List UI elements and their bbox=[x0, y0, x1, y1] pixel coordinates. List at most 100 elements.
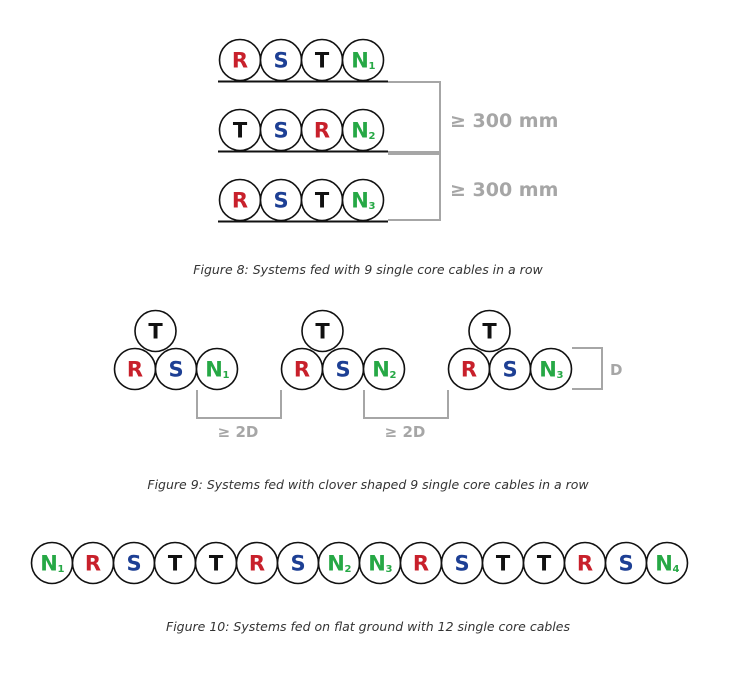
fig10-cable-14: R bbox=[563, 541, 607, 585]
fig9-system3-cable-2: S bbox=[488, 347, 532, 391]
phase-letter: N bbox=[368, 552, 386, 576]
fig8-row3-cable-3: T bbox=[300, 178, 344, 222]
phase-letter: R bbox=[249, 552, 265, 576]
fig9-diameter-bracket bbox=[572, 347, 603, 390]
phase-letter: T bbox=[496, 552, 511, 576]
fig8-row1-cable-2: S bbox=[259, 38, 303, 82]
fig10-cable-6: R bbox=[235, 541, 279, 585]
phase-letter: R bbox=[577, 552, 593, 576]
phase-letter: T bbox=[233, 119, 248, 143]
phase-letter: R bbox=[127, 358, 143, 382]
phase-letter: R bbox=[461, 358, 477, 382]
fig9-system3-cable-1: R bbox=[447, 347, 491, 391]
fig9-system1-cable-2: S bbox=[154, 347, 198, 391]
fig9-system2-cable-1: R bbox=[280, 347, 324, 391]
phase-letter: T bbox=[209, 552, 224, 576]
phase-letter: R bbox=[413, 552, 429, 576]
phase-letter: S bbox=[618, 552, 633, 576]
fig8-row1-cable-1: R bbox=[218, 38, 262, 82]
fig10-cable-12: T bbox=[481, 541, 525, 585]
phase-letter: N bbox=[40, 552, 58, 576]
fig8-row2-cable-2: S bbox=[259, 108, 303, 152]
system-subscript: 1 bbox=[223, 370, 230, 381]
fig10-cable-4: T bbox=[153, 541, 197, 585]
fig8-row2-cable-1: T bbox=[218, 108, 262, 152]
phase-letter: S bbox=[273, 189, 288, 213]
fig8-row3-cable-1: R bbox=[218, 178, 262, 222]
fig9-gap-bracket-2 bbox=[363, 390, 449, 419]
fig9-system2-cable-top: T bbox=[301, 309, 344, 353]
fig8-spacing-bracket-2 bbox=[388, 153, 441, 221]
phase-letter: N bbox=[351, 119, 369, 143]
phase-letter: N bbox=[351, 189, 369, 213]
phase-letter: R bbox=[85, 552, 101, 576]
phase-letter: S bbox=[335, 358, 350, 382]
fig8-spacing-label-1: ≥ 300 mm bbox=[450, 110, 558, 132]
phase-letter: N bbox=[351, 49, 369, 73]
fig10-cable-13: T bbox=[522, 541, 566, 585]
system-subscript: 4 bbox=[673, 564, 680, 575]
fig8-row1-cable-3: T bbox=[300, 38, 344, 82]
phase-letter: T bbox=[315, 49, 330, 73]
phase-letter: S bbox=[290, 552, 305, 576]
fig9-caption: Figure 9: Systems fed with clover shaped… bbox=[147, 477, 589, 492]
phase-letter: N bbox=[205, 358, 223, 382]
phase-letter: S bbox=[502, 358, 517, 382]
system-subscript: 1 bbox=[58, 564, 65, 575]
cable-outline bbox=[529, 347, 573, 391]
phase-letter: T bbox=[168, 552, 183, 576]
phase-letter: T bbox=[148, 320, 163, 344]
system-subscript: 1 bbox=[369, 61, 376, 72]
phase-letter: R bbox=[294, 358, 310, 382]
fig10-cable-7: S bbox=[276, 541, 320, 585]
phase-letter: S bbox=[454, 552, 469, 576]
cable-outline bbox=[134, 309, 177, 353]
system-subscript: 2 bbox=[369, 131, 376, 142]
fig8-row3-cable-2: S bbox=[259, 178, 303, 222]
phase-letter: N bbox=[372, 358, 390, 382]
phase-letter: T bbox=[537, 552, 552, 576]
fig9-gap-label-2: ≥ 2D bbox=[385, 423, 426, 441]
fig10-cable-3: S bbox=[112, 541, 156, 585]
phase-letter: N bbox=[327, 552, 345, 576]
fig9-diameter-label: D bbox=[610, 361, 622, 379]
fig10-cable-2: R bbox=[71, 541, 115, 585]
fig8-spacing-bracket-1 bbox=[388, 81, 441, 153]
fig9-system1-cable-top: T bbox=[134, 309, 177, 353]
cable-outline bbox=[301, 309, 344, 353]
cable-outline bbox=[468, 309, 511, 353]
fig10-cable-11: S bbox=[440, 541, 484, 585]
fig10-caption: Figure 10: Systems fed on flat ground wi… bbox=[166, 619, 570, 634]
phase-letter: S bbox=[273, 49, 288, 73]
cable-outline bbox=[195, 347, 239, 391]
phase-letter: R bbox=[314, 119, 330, 143]
phase-letter: T bbox=[315, 320, 330, 344]
phase-letter: T bbox=[315, 189, 330, 213]
system-subscript: 3 bbox=[557, 370, 564, 381]
phase-letter: N bbox=[539, 358, 557, 382]
fig8-caption: Figure 8: Systems fed with 9 single core… bbox=[193, 262, 543, 277]
phase-letter: S bbox=[168, 358, 183, 382]
fig8-spacing-label-2: ≥ 300 mm bbox=[450, 179, 558, 201]
phase-letter: N bbox=[655, 552, 673, 576]
system-subscript: 2 bbox=[345, 564, 352, 575]
fig10-cable-10: R bbox=[399, 541, 443, 585]
fig9-gap-bracket-1 bbox=[196, 390, 282, 419]
fig9-system1-cable-1: R bbox=[113, 347, 157, 391]
phase-letter: R bbox=[232, 189, 248, 213]
system-subscript: 2 bbox=[390, 370, 397, 381]
phase-letter: S bbox=[126, 552, 141, 576]
phase-letter: S bbox=[273, 119, 288, 143]
fig8-row2-cable-3: R bbox=[300, 108, 344, 152]
fig10-cable-15: S bbox=[604, 541, 648, 585]
